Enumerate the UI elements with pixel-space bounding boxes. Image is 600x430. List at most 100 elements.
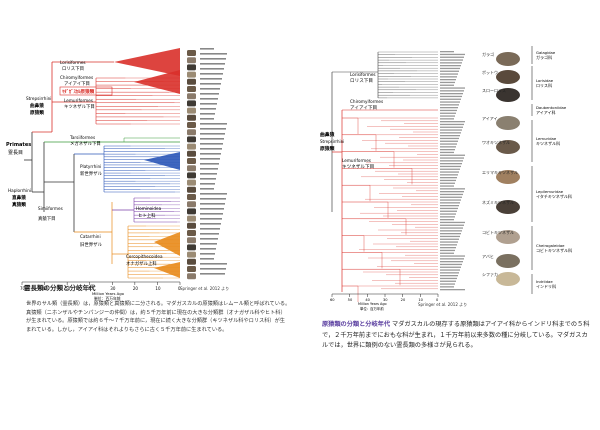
species-name-line bbox=[440, 174, 458, 176]
family-en-label: Cheirogaleidae bbox=[536, 243, 565, 248]
animal-photo-column bbox=[187, 50, 196, 280]
species-name-line bbox=[440, 238, 459, 240]
animal-photo-thumb bbox=[187, 194, 196, 200]
species-name-line bbox=[440, 216, 455, 218]
caption-line: 世界のサル類（霊長類）は，原猿類と真猿類に二分される。マダガスカルの原猿類はレム… bbox=[26, 301, 291, 307]
chiromyiformes-label: Chiromyiformes bbox=[350, 99, 383, 104]
species-name-line bbox=[440, 255, 465, 257]
family-jp-label: イタチキツネザル科 bbox=[536, 193, 572, 199]
species-name-line bbox=[440, 277, 457, 280]
simii-jp-label: 真猿下目 bbox=[38, 215, 56, 222]
species-name-line bbox=[200, 163, 219, 165]
species-name-line bbox=[440, 59, 463, 61]
species-name-line bbox=[200, 93, 219, 95]
species-name-line bbox=[440, 140, 458, 142]
species-name-line bbox=[200, 238, 218, 240]
left-caption-body: 世界のサル類（霊長類）は，原猿類と真猿類に二分される。マダガスカルの原猿類はレム… bbox=[26, 300, 292, 334]
collapsed-clade-fan bbox=[154, 232, 180, 256]
species-name-line bbox=[440, 191, 464, 193]
species-name-line bbox=[440, 121, 465, 123]
species-name-line bbox=[440, 269, 460, 271]
axis-tick-label: 10 bbox=[155, 286, 161, 291]
species-name-line bbox=[440, 247, 456, 249]
left-caption-title: 霊長類の分類と分岐年代 bbox=[24, 284, 96, 292]
animal-photo-thumb bbox=[187, 150, 196, 157]
species-name-line bbox=[440, 65, 461, 67]
family-en-label: Indriidae bbox=[536, 279, 553, 284]
species-name-line bbox=[440, 112, 456, 114]
family-jp-label: コビトキツネザル科 bbox=[536, 247, 572, 253]
collapsed-clade-fan bbox=[114, 48, 180, 76]
species-name-line bbox=[200, 148, 222, 150]
simiiformes-label: Simiiformes bbox=[38, 206, 63, 211]
species-name-line bbox=[440, 163, 462, 165]
species-name-line bbox=[200, 213, 223, 215]
species-name-line bbox=[440, 51, 454, 53]
animal-photo bbox=[496, 70, 520, 84]
species-name-line bbox=[200, 233, 219, 235]
animal-photo-thumb bbox=[187, 201, 196, 208]
right-figure-panel: ガラゴポットウスローロリスアイアイワオキツネザルエリマキキツネザルネズミキツネザ… bbox=[318, 42, 596, 342]
family-en-label: Lorisidae bbox=[536, 78, 554, 83]
species-name-line bbox=[440, 221, 465, 224]
species-name-line bbox=[200, 83, 221, 85]
species-name-line bbox=[440, 244, 457, 246]
species-name-line bbox=[440, 249, 455, 252]
species-name-line bbox=[440, 79, 456, 81]
species-name-line bbox=[440, 109, 457, 112]
species-name-line bbox=[200, 53, 227, 55]
species-name-line bbox=[440, 283, 455, 285]
species-name-line bbox=[440, 241, 458, 243]
species-name-line bbox=[440, 84, 454, 86]
species-name-line bbox=[440, 90, 464, 92]
species-name-line bbox=[440, 53, 465, 56]
prosimian-phylogeny-tree: ガラゴポットウスローロリスアイアイワオキツネザルエリマキキツネザルネズミキツネザ… bbox=[320, 46, 572, 311]
madagascar-box-label: ﾏﾀﾞｶﾞｽｶﾙ原猿類 bbox=[62, 88, 95, 95]
species-name-line bbox=[200, 103, 217, 105]
species-name-line bbox=[440, 202, 460, 204]
animal-name-label: スローロリス bbox=[482, 88, 506, 93]
axis-tick-label: 60 bbox=[43, 286, 49, 291]
animal-photo-thumb bbox=[187, 258, 196, 265]
species-name-line bbox=[200, 198, 226, 200]
animal-photo-thumb bbox=[187, 215, 196, 222]
caption-line: が生まれている。原猿類では約６千〜７千万年前に，現在に続く大きな分類群（キツネザ… bbox=[26, 318, 285, 324]
species-name-line bbox=[440, 115, 455, 117]
species-name-line bbox=[440, 107, 458, 109]
species-name-line bbox=[440, 81, 455, 84]
species-name-line bbox=[200, 143, 223, 145]
species-name-line bbox=[440, 67, 460, 70]
left-figure-panel: Primates 霊長目 Strepsirrhini 曲鼻猿 原猿類 Haplo… bbox=[4, 42, 300, 382]
species-name-line bbox=[200, 153, 221, 155]
species-name-line bbox=[440, 87, 465, 89]
animal-photo-thumb bbox=[187, 64, 196, 71]
family-jp-label: キツネザル科 bbox=[536, 140, 560, 146]
lemuriformes-label: Lemuriformes bbox=[342, 158, 371, 163]
species-name-line bbox=[200, 73, 223, 75]
species-name-line bbox=[440, 95, 462, 98]
species-name-line bbox=[440, 263, 462, 266]
species-name-line bbox=[440, 56, 464, 58]
animal-photo-thumb bbox=[187, 57, 196, 64]
species-name-line bbox=[440, 146, 456, 148]
loris-jp-label: ロリス下目 bbox=[62, 66, 84, 72]
species-name-line bbox=[200, 48, 214, 50]
axis-tick-label: 0 bbox=[178, 286, 181, 291]
species-name-line bbox=[200, 58, 226, 60]
animal-photo-thumb bbox=[187, 122, 196, 128]
species-name-line bbox=[440, 275, 458, 277]
species-name-line bbox=[440, 205, 459, 207]
animal-photo bbox=[496, 200, 520, 214]
species-name-line bbox=[440, 230, 462, 232]
collapsed-clade-fan bbox=[144, 152, 180, 170]
animal-photo-thumb bbox=[187, 179, 196, 186]
lemur-jp-label: キツネザル下目 bbox=[64, 104, 95, 110]
right-caption-title: 原猿類の分類と分岐年代 bbox=[322, 321, 391, 328]
animal-photo-thumb bbox=[187, 143, 196, 150]
species-name-line bbox=[200, 248, 216, 250]
species-name-line bbox=[200, 168, 218, 170]
animal-photo-thumb bbox=[187, 273, 196, 280]
species-name-line bbox=[440, 280, 456, 282]
